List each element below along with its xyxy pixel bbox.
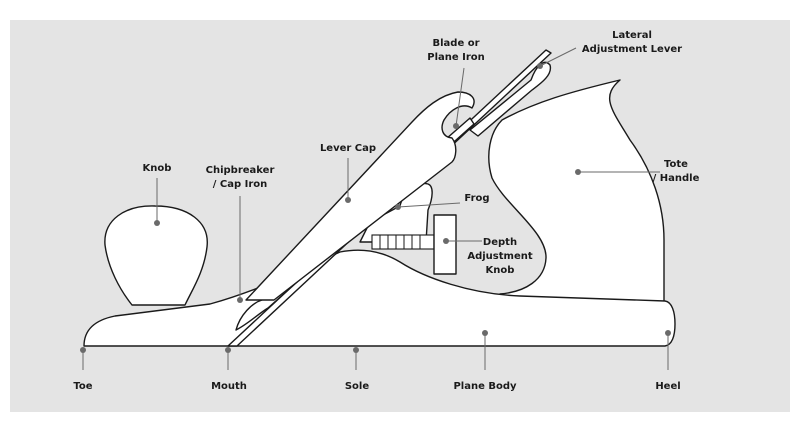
label-mouth: Mouth xyxy=(211,381,247,392)
depth-knob-shape xyxy=(433,214,457,275)
tote-shape xyxy=(488,79,665,311)
label-tote: Tote / Handle xyxy=(652,159,700,184)
plane-body-shape xyxy=(83,249,676,347)
label-heel: Heel xyxy=(655,381,681,392)
label-chipbreaker: Chipbreaker / Cap Iron xyxy=(205,165,275,190)
label-lever-cap: Lever Cap xyxy=(319,143,377,154)
label-toe: Toe xyxy=(73,381,93,392)
leader-lines xyxy=(80,47,671,370)
lever-cap-shape xyxy=(245,91,475,301)
label-plane-body: Plane Body xyxy=(453,381,517,392)
label-lateral-adjustment-lever: Lateral Adjustment Lever xyxy=(581,30,683,55)
depth-screw-shape xyxy=(371,234,435,250)
label-blade: Blade or Plane Iron xyxy=(427,38,485,63)
label-knob: Knob xyxy=(142,163,172,174)
label-frog: Frog xyxy=(464,193,490,204)
label-depth-adjustment-knob: Depth Adjustment Knob xyxy=(467,237,533,276)
label-sole: Sole xyxy=(344,381,370,392)
lateral-lever-shape xyxy=(469,61,552,137)
knob-shape xyxy=(104,205,208,306)
depth-screw-threads xyxy=(379,235,421,249)
